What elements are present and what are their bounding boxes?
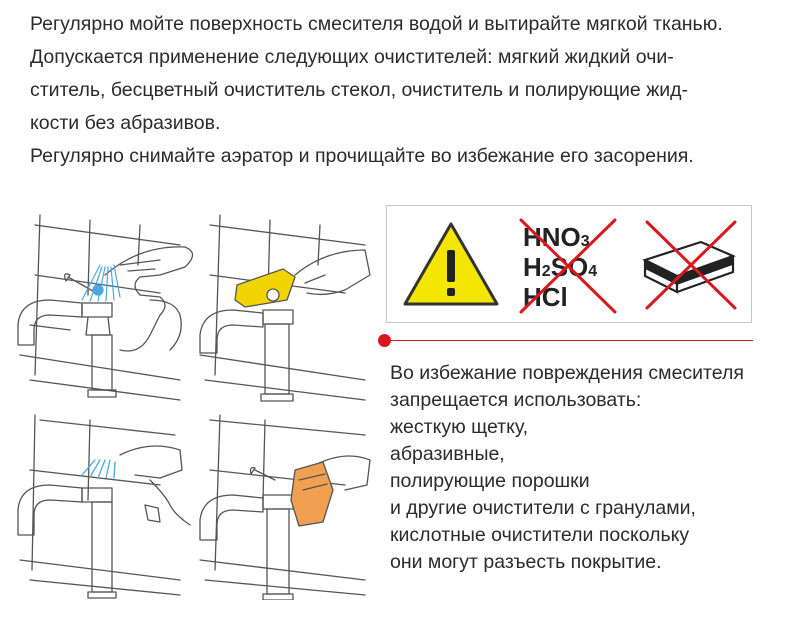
warning-line-4: абразивные,: [390, 443, 505, 465]
panel-brush-aerator: [17, 414, 191, 599]
warning-line-6: и другие очистители с гранулами,: [390, 497, 696, 519]
warning-text: Во избежание повреждения смесителя запре…: [390, 360, 790, 576]
prohibited-chemicals-icon: HNO3 H2SO4 HCl: [519, 218, 617, 314]
intro-line-5: Регулярно снимайте аэратор и прочищайте …: [30, 145, 694, 167]
panel-cloth-wipe: [199, 414, 371, 600]
intro-text: Регулярно мойте поверхность смесителя во…: [30, 8, 790, 173]
warning-line-7: кислотные очистители поскольку: [390, 524, 690, 546]
intro-line-3: ститель, бесцветный очиститель стекол, о…: [30, 79, 689, 101]
intro-line-2: Допускается применение следующих очистит…: [30, 46, 674, 68]
warning-triangle-icon: [403, 222, 499, 306]
intro-line-1: Регулярно мойте поверхность смесителя во…: [30, 13, 723, 35]
prohibited-abrasive-sponge-icon: [642, 220, 737, 310]
warning-line-3: жесткую щетку,: [390, 416, 529, 438]
intro-line-4: кости без абразивов.: [30, 112, 221, 134]
svg-text:HNO3: HNO3: [523, 222, 590, 252]
warning-line-8: они могут разъесть покрытие.: [390, 551, 662, 573]
divider-line: [388, 340, 753, 341]
divider-dot: [378, 334, 391, 347]
prohibition-panel: HNO3 H2SO4 HCl: [386, 205, 752, 323]
warning-line-5: полирующие порошки: [390, 470, 590, 492]
warning-line-1: Во избежание повреждения смесителя: [390, 362, 744, 384]
panel-sponge-clean: [199, 214, 371, 402]
panel-water-spray: [17, 214, 194, 401]
cleaning-illustrations: [17, 214, 371, 600]
warning-line-2: запрещается использовать:: [390, 389, 642, 411]
